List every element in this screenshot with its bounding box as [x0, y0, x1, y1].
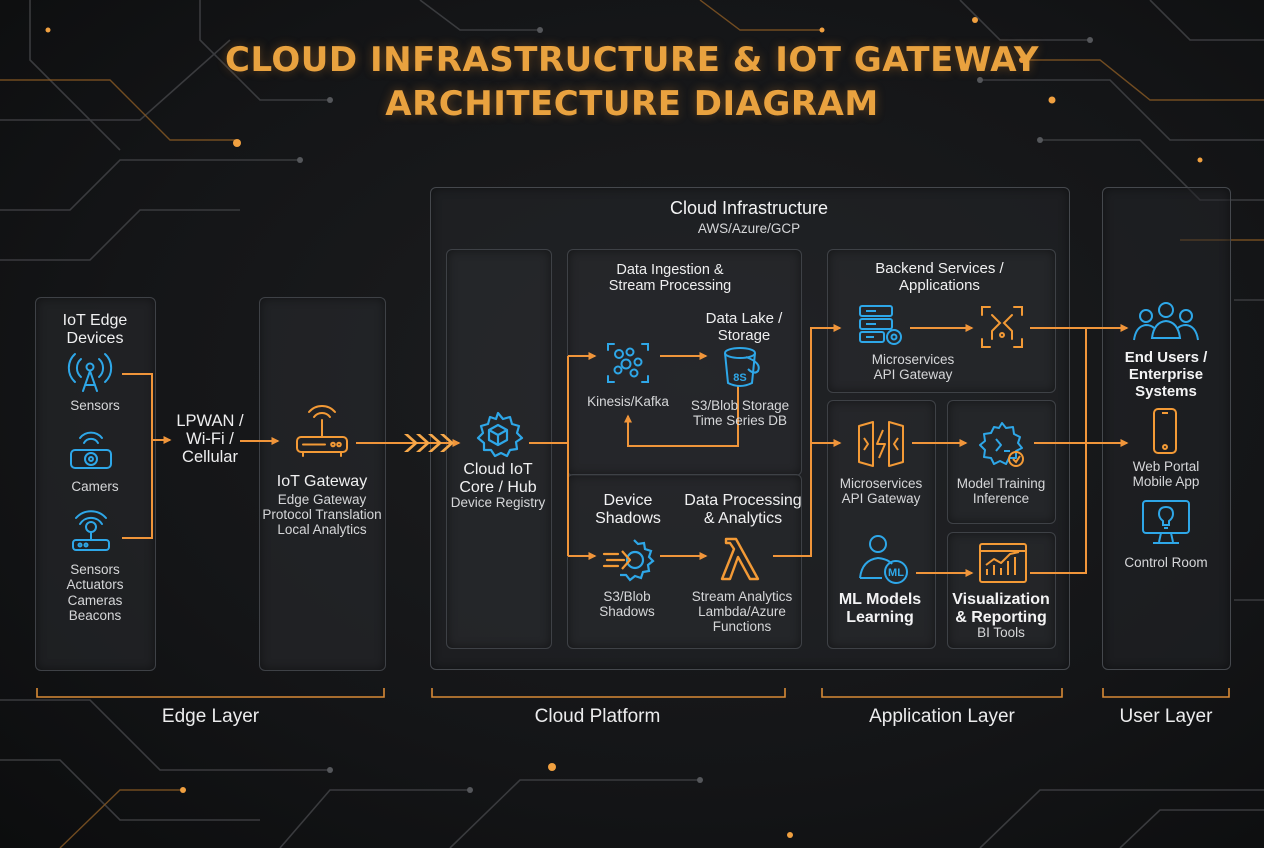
router-icon — [296, 405, 348, 457]
kinesis-label: Kinesis/Kafka — [587, 394, 669, 409]
gateway-line: Edge Gateway — [277, 492, 367, 507]
control-room-label: Control Room — [1124, 555, 1208, 570]
sensors-label: Sensors — [70, 398, 120, 413]
web-portal-details: Web Portal Mobile App — [1104, 459, 1228, 489]
device-shadows-title: Device Shadows — [595, 492, 661, 527]
sensor-tower-icon — [67, 353, 113, 392]
data-lake-line: Time Series DB — [692, 413, 788, 429]
data-processing-title: Data Processing & Analytics — [684, 492, 802, 527]
server-stack-icon — [859, 305, 902, 345]
ml-models-icon: ML — [859, 535, 908, 584]
web-portal-line: Web Portal — [1132, 459, 1200, 474]
device-shadows-panel — [567, 474, 802, 649]
smartphone-icon — [1153, 408, 1177, 454]
iot-gateway-details: Edge Gateway Protocol Translation Local … — [261, 492, 383, 537]
gateway-line: Protocol Translation — [262, 507, 382, 523]
processing-line: Lambda/Azure — [698, 604, 786, 620]
data-ingestion-panel — [567, 249, 802, 476]
cloud-providers-subtitle: AWS/Azure/GCP — [697, 221, 801, 236]
cloud-iot-core-panel — [446, 249, 552, 649]
camera-icon — [70, 431, 112, 469]
model-training-line: Inference — [972, 491, 1030, 507]
end-users-title: End Users / Enterprise Systems — [1124, 349, 1208, 400]
processing-line: Functions — [712, 619, 772, 635]
microservices-line: API Gateway — [841, 491, 921, 507]
microservices-panel — [827, 400, 936, 649]
edge-layer-label: Edge Layer — [161, 706, 260, 727]
data-ingestion-title: Data Ingestion & Stream Processing — [608, 262, 732, 295]
microservices-gateway-icon — [858, 421, 904, 467]
connectivity-label: LPWAN / Wi-Fi / Cellular — [176, 412, 244, 467]
gateway-line: Local Analytics — [277, 522, 367, 538]
iot-gateway-panel — [259, 297, 386, 671]
microservices-line: Microservices — [839, 476, 923, 491]
user-layer-panel — [1102, 187, 1231, 670]
diagram-title-line1: CLOUD INFRASTRUCTURE & IOT GATEWAY — [225, 40, 1039, 80]
kinesis-stream-icon — [607, 343, 649, 383]
backend-line: API Gateway — [873, 367, 953, 383]
device-group-line: Cameras — [67, 592, 123, 608]
camera-label: Camers — [71, 479, 119, 494]
processing-line: Stream Analytics — [691, 589, 793, 604]
visualization-title: Visualization & Reporting — [952, 591, 1050, 626]
device-group-label: Sensors Actuators Cameras Beacons — [40, 562, 150, 624]
cloud-core-gear-icon — [476, 411, 524, 458]
ml-badge: ML — [888, 567, 904, 579]
processing-details: Stream Analytics Lambda/Azure Functions — [682, 589, 802, 634]
device-shadows-gear-icon — [602, 539, 655, 582]
data-lake-title: Data Lake / Storage — [705, 310, 783, 344]
data-lake-details: S3/Blob Storage Time Series DB — [680, 398, 800, 428]
model-training-details: Model Training Inference — [948, 476, 1054, 506]
bi-chart-icon — [979, 543, 1027, 583]
ml-models-title: ML Models Learning — [838, 591, 922, 626]
diagram-title-line2: ARCHITECTURE DIAGRAM — [385, 84, 879, 124]
model-training-line: Model Training — [956, 476, 1046, 491]
device-group-line: Sensors — [70, 562, 120, 577]
device-group-line: Actuators — [66, 577, 124, 593]
cloud-platform-label: Cloud Platform — [534, 706, 661, 727]
backend-line: Microservices — [871, 352, 955, 367]
shadows-label: S3/Blob Shadows — [599, 589, 655, 620]
data-lake-line: S3/Blob Storage — [690, 398, 790, 413]
data-lake-badge: 8S — [733, 372, 746, 384]
user-layer-label: User Layer — [1119, 706, 1213, 727]
actuator-icon — [72, 510, 110, 551]
application-layer-label: Application Layer — [869, 706, 1015, 727]
iot-gateway-title: IoT Gateway — [276, 473, 368, 490]
bi-tools-label: BI Tools — [977, 625, 1025, 640]
device-group-line: Beacons — [68, 608, 122, 624]
microservices-details: Microservices API Gateway — [828, 476, 934, 506]
web-portal-line: Mobile App — [1132, 474, 1200, 490]
device-registry-label: Device Registry — [450, 495, 546, 510]
api-gateway-icon — [981, 306, 1023, 348]
data-lake-bucket-icon: 8S — [724, 347, 760, 387]
backend-services-panel — [827, 249, 1056, 393]
edge-devices-panel — [35, 297, 156, 671]
cloud-infrastructure-title: Cloud Infrastructure — [669, 198, 829, 218]
backend-services-title: Backend Services / Applications — [875, 260, 1004, 294]
backend-details: Microservices API Gateway — [858, 352, 968, 382]
model-training-icon — [979, 422, 1024, 467]
edge-devices-title: IoT Edge Devices — [62, 312, 128, 347]
lambda-icon — [720, 537, 760, 581]
control-room-monitor-icon — [1142, 500, 1190, 544]
users-group-icon — [1133, 302, 1199, 341]
cloud-iot-core-title: Cloud IoT Core / Hub — [459, 461, 537, 496]
